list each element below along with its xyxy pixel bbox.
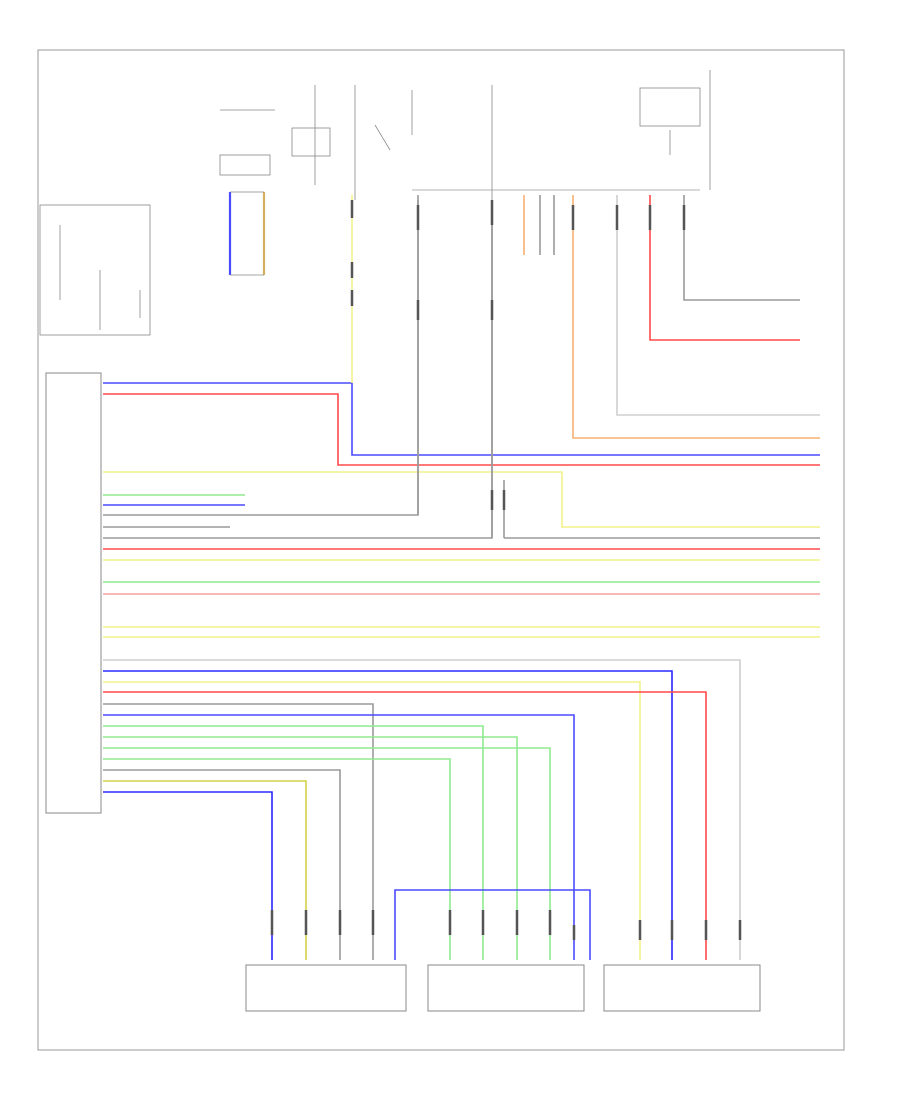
bottom-modules — [245, 964, 761, 1012]
vertical-wires — [351, 189, 820, 538]
diagram-border — [37, 49, 845, 1051]
bottom-connectors — [270, 910, 742, 940]
blue-crossover-wire — [394, 889, 591, 960]
fuse-group — [39, 70, 711, 336]
top-connectors — [350, 200, 686, 510]
harness-wires — [103, 200, 820, 960]
fuse-stubs — [228, 191, 266, 276]
control-module-connector — [45, 372, 102, 814]
